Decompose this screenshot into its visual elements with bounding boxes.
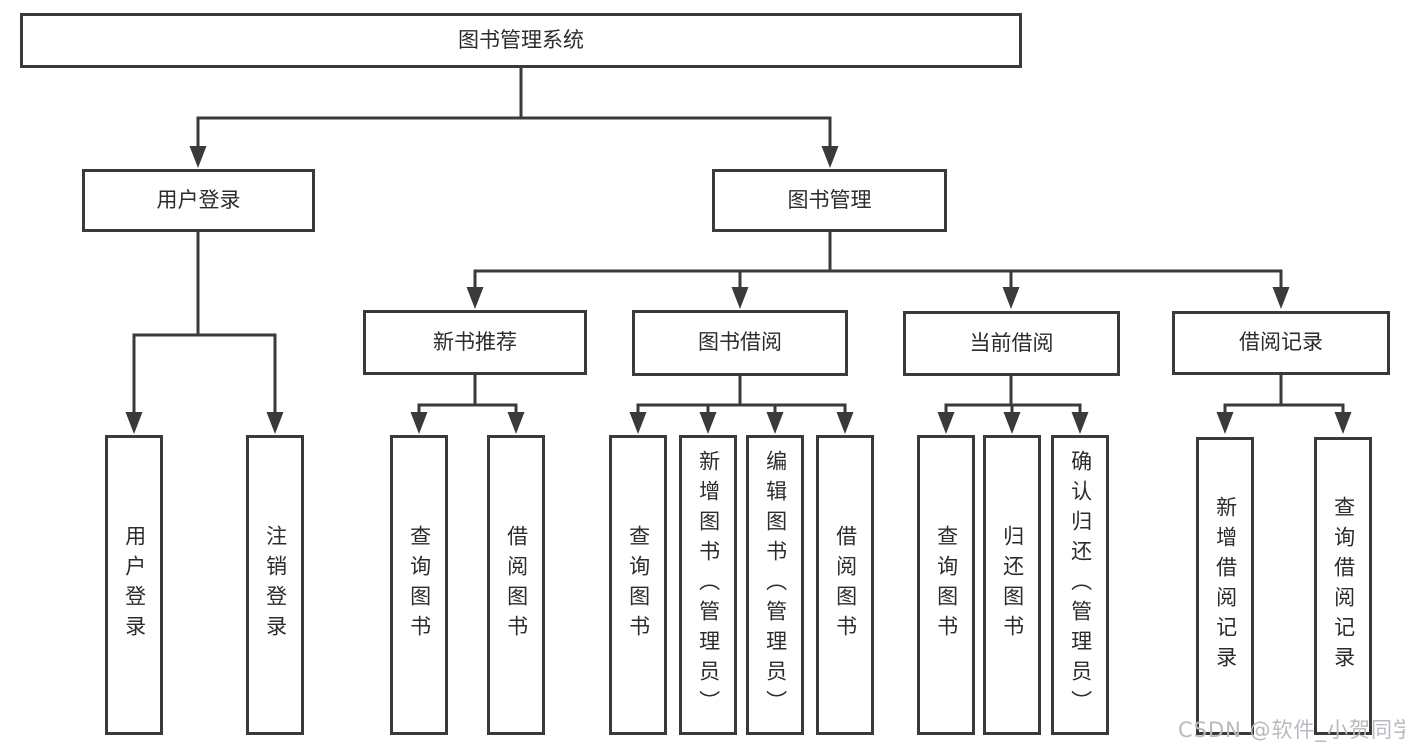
leaf-add-book-admin: 新增图书（管理员） xyxy=(679,435,737,735)
leaf-confirm-return-admin: 确认归还（管理员） xyxy=(1051,435,1109,735)
leaf-query-books-recommend: 查询图书 xyxy=(390,435,448,735)
leaf-query-books-current: 查询图书 xyxy=(917,435,975,735)
node-new-book-recommend: 新书推荐 xyxy=(363,310,587,375)
csdn-watermark: CSDN @软件_小贺同学 xyxy=(1178,718,1405,742)
leaf-return-books: 归还图书 xyxy=(983,435,1041,735)
leaf-edit-book-admin: 编辑图书（管理员） xyxy=(746,435,804,735)
leaf-borrow-books-recommend: 借阅图书 xyxy=(487,435,545,735)
leaf-borrow-books: 借阅图书 xyxy=(816,435,874,735)
leaf-query-books-borrow: 查询图书 xyxy=(609,435,667,735)
leaf-add-borrow-record: 新增借阅记录 xyxy=(1196,437,1254,735)
node-book-management: 图书管理 xyxy=(712,169,947,232)
node-user-login: 用户登录 xyxy=(82,169,315,232)
leaf-query-borrow-record: 查询借阅记录 xyxy=(1314,437,1372,735)
node-root-library-system: 图书管理系统 xyxy=(20,13,1022,68)
node-book-borrow: 图书借阅 xyxy=(632,310,848,376)
leaf-logout: 注销登录 xyxy=(246,435,304,735)
node-current-borrow: 当前借阅 xyxy=(903,311,1120,376)
leaf-user-login: 用户登录 xyxy=(105,435,163,735)
node-borrow-records: 借阅记录 xyxy=(1172,311,1390,375)
